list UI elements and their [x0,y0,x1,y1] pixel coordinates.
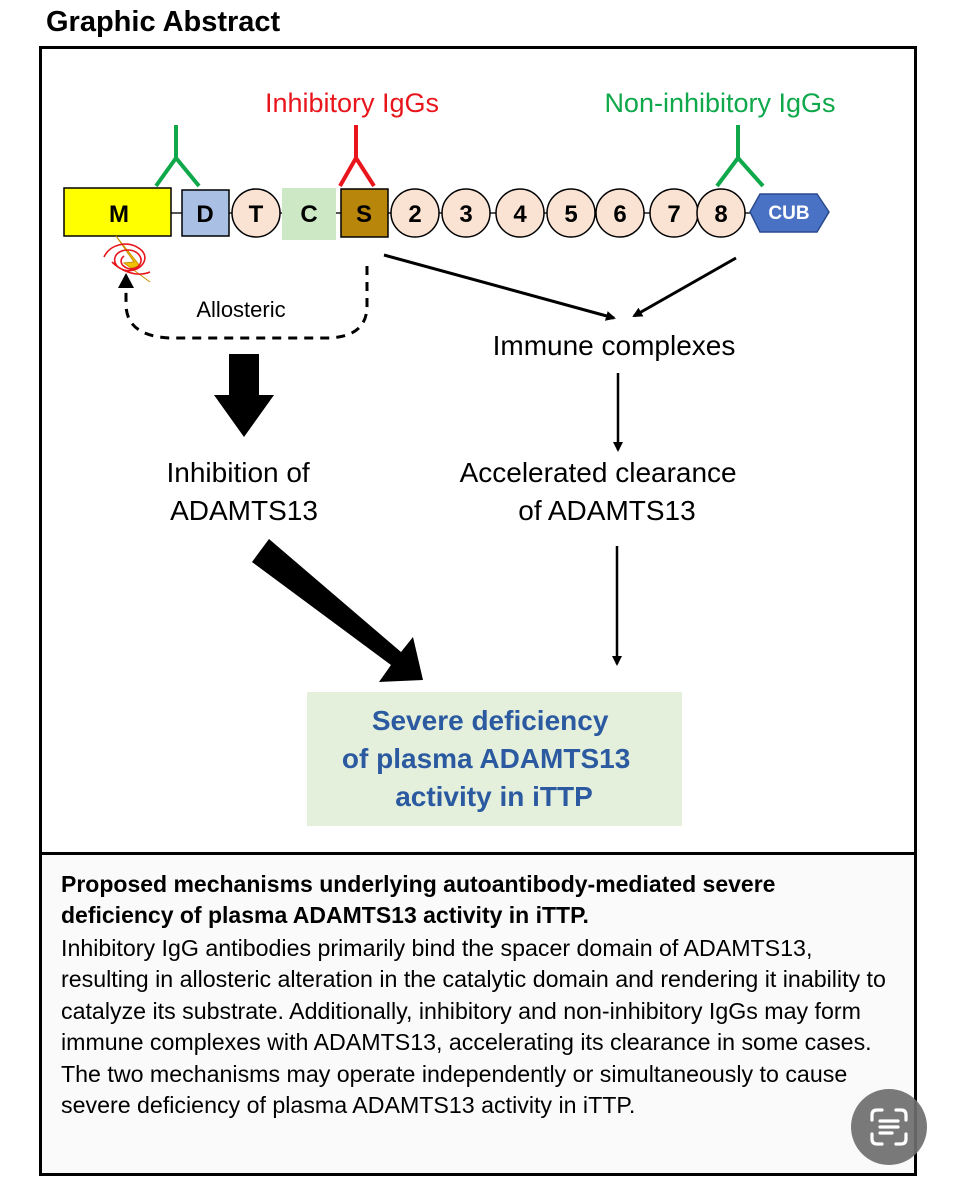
domain-cub [749,193,830,233]
domain-tsp-3-label: 3 [459,201,472,228]
arrow-to-immune-complexes [383,253,616,321]
text-scan-button[interactable] [851,1089,927,1165]
clearance-label: Accelerated clearance of ADAMTS13 [460,457,745,526]
domain-s [340,188,389,238]
allosteric-disruption-icon [103,235,151,283]
domain-tsp-7-label: 7 [667,201,680,228]
outcome-box [307,692,682,826]
domain-t [231,188,281,238]
allosteric-dashed-arrow [124,266,369,340]
clearance-line-2: of ADAMTS13 [518,495,695,526]
domain-tsp-6-label: 6 [613,201,626,228]
domain-tsp-8 [696,188,746,238]
allosteric-arrowhead [118,273,134,288]
antibody-green-icon [154,125,201,188]
domain-tsp-4-label: 4 [513,201,527,228]
domain-tsp-8-label: 8 [714,201,727,228]
domain-m [63,187,172,237]
text-scan-icon [870,1108,908,1146]
antibody-green-icon [715,125,765,188]
domain-t-label: T [249,201,264,228]
thick-down-arrow [214,354,274,437]
domain-tsp-2 [390,188,440,238]
outcome-line-3: activity in iTTP [395,781,593,812]
caption-body: Inhibitory IgG antibodies primarily bind… [61,935,886,1119]
domain-c [282,188,336,240]
domain-tsp-4 [495,188,545,238]
domain-d-label: D [196,201,213,228]
domain-s-label: S [356,201,372,228]
domain-tsp-2-label: 2 [408,201,421,228]
outcome-line-2: of plasma ADAMTS13 [342,743,630,774]
arrow-to-immune-complexes [632,256,737,318]
domain-tsp-6 [595,188,645,238]
inhibitory-igg-label: Inhibitory IgGs [265,88,439,118]
inhibition-line-1: Inhibition of [167,457,310,488]
domain-c-label: C [300,201,317,228]
non-inhibitory-igg-label: Non-inhibitory IgGs [604,88,835,118]
outcome-line-1: Severe deficiency [372,705,609,736]
domain-tsp-5-label: 5 [564,201,577,228]
caption-title: Proposed mechanisms underlying autoantib… [61,871,776,928]
domain-cub-label: CUB [768,203,809,224]
inhibition-line-2: ADAMTS13 [170,495,318,526]
domain-m-label: M [109,201,129,228]
caption-box: Proposed mechanisms underlying autoantib… [39,852,917,1176]
domain-d [181,189,230,237]
domain-tsp-5 [546,188,596,238]
mechanism-diagram: Inhibitory IgGs Non-inhibitory IgGs M D … [63,88,836,826]
immune-complexes-label: Immune complexes [493,330,736,361]
page-title: Graphic Abstract [46,6,281,38]
inhibition-label: Inhibition of ADAMTS13 [167,457,318,526]
allosteric-label: Allosteric [196,297,285,322]
thick-diagonal-arrow [252,539,423,682]
domain-tsp-3 [441,188,491,238]
outcome-label: Severe deficiency of plasma ADAMTS13 act… [342,705,638,812]
antibody-red-icon [338,125,376,188]
clearance-line-1: Accelerated clearance [460,457,737,488]
